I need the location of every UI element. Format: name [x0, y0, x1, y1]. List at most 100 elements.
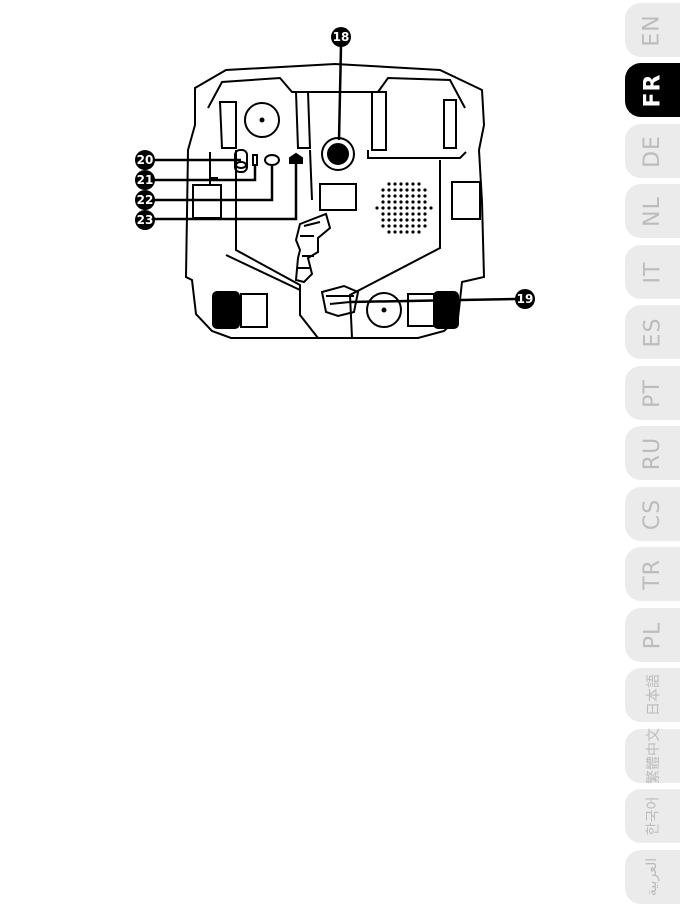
grille-hole — [387, 182, 390, 185]
language-tab-5[interactable]: ES — [625, 305, 680, 359]
grille-hole — [423, 200, 426, 203]
language-tab-label: ES — [640, 317, 665, 347]
svg-text:23: 23 — [137, 213, 154, 227]
language-tab-1[interactable]: FR — [625, 63, 680, 117]
language-tab-6[interactable]: PT — [625, 366, 680, 420]
language-tab-label: العربية — [644, 858, 660, 896]
grille-hole — [411, 224, 414, 227]
grille-hole — [381, 224, 384, 227]
right-rubber-foot — [434, 292, 458, 328]
callout-23: 23 — [135, 210, 155, 230]
language-tab-strip: EN FR DE NL IT ES PT RU CS TR PL 日本語繁體中文 한국어 العربية — [625, 0, 680, 907]
language-tab-label: EN — [640, 14, 665, 46]
leader-line-23 — [154, 164, 296, 219]
grille-hole — [417, 200, 420, 203]
language-tab-label: RU — [640, 436, 665, 469]
language-tab-label: 日本語 — [643, 674, 663, 716]
grille-hole — [417, 206, 420, 209]
grille-hole — [387, 230, 390, 233]
grille-hole — [423, 188, 426, 191]
language-tab-label: TR — [640, 559, 665, 590]
grille-hole — [417, 212, 420, 215]
grille-hole — [411, 206, 414, 209]
grille-hole — [393, 182, 396, 185]
grille-hole — [429, 206, 432, 209]
language-tab-9[interactable]: TR — [625, 547, 680, 601]
grille-hole — [405, 218, 408, 221]
grille-hole — [399, 194, 402, 197]
grille-hole — [417, 224, 420, 227]
grille-hole — [399, 200, 402, 203]
grille-hole — [381, 212, 384, 215]
language-tab-13[interactable]: 한국어 — [625, 789, 680, 843]
grille-hole — [411, 194, 414, 197]
grille-hole — [417, 230, 420, 233]
right-rail-inner — [372, 92, 386, 150]
grille-hole — [393, 218, 396, 221]
language-tab-label: FR — [640, 73, 665, 107]
left-rail-outer — [220, 102, 236, 148]
grille-hole — [381, 194, 384, 197]
left-foot-pad — [241, 294, 267, 327]
grille-hole — [423, 224, 426, 227]
language-tab-label: DE — [640, 135, 665, 168]
language-tab-0[interactable]: EN — [625, 3, 680, 57]
language-tab-label: PL — [640, 621, 665, 649]
grille-hole — [393, 194, 396, 197]
main-port-inner — [328, 144, 348, 164]
grille-hole — [381, 200, 384, 203]
grille-hole — [417, 188, 420, 191]
grille-hole — [375, 206, 378, 209]
svg-text:18: 18 — [333, 30, 350, 44]
grille-hole — [399, 188, 402, 191]
language-tab-11[interactable]: 日本語 — [625, 668, 680, 722]
grille-hole — [387, 188, 390, 191]
grille-hole — [411, 200, 414, 203]
grille-hole — [423, 206, 426, 209]
callout-18: 18 — [331, 27, 351, 47]
right-foot-pad — [408, 294, 434, 326]
grille-hole — [399, 230, 402, 233]
language-tab-4[interactable]: IT — [625, 245, 680, 299]
language-tab-12[interactable]: 繁體中文 — [625, 729, 680, 783]
grille-hole — [399, 224, 402, 227]
callout-21: 21 — [135, 170, 155, 190]
center-block — [320, 184, 356, 210]
language-tab-label: PT — [640, 379, 665, 408]
grille-hole — [417, 194, 420, 197]
language-tab-14[interactable]: العربية — [625, 850, 680, 904]
left-side-block — [193, 185, 221, 218]
grille-hole — [423, 218, 426, 221]
right-side-block — [452, 182, 480, 219]
svg-text:19: 19 — [517, 292, 534, 306]
grille-hole — [381, 218, 384, 221]
grille-hole — [405, 200, 408, 203]
right-rail-outer — [444, 100, 456, 148]
grille-hole — [387, 194, 390, 197]
language-tab-3[interactable]: NL — [625, 184, 680, 238]
grille-hole — [411, 218, 414, 221]
device-bottom-diagram: 18 19 20 21 22 23 — [0, 0, 610, 350]
grille-hole — [405, 212, 408, 215]
language-tab-label: 한국어 — [642, 797, 662, 836]
language-tab-2[interactable]: DE — [625, 124, 680, 178]
callout-19: 19 — [515, 289, 535, 309]
grille-hole — [387, 218, 390, 221]
grille-hole — [405, 188, 408, 191]
grille-hole — [387, 212, 390, 215]
grille-hole — [411, 212, 414, 215]
grille-hole — [387, 206, 390, 209]
grille-hole — [411, 230, 414, 233]
grille-hole — [387, 200, 390, 203]
grille-hole — [405, 182, 408, 185]
language-tab-label: NL — [640, 196, 665, 227]
language-tab-10[interactable]: PL — [625, 608, 680, 662]
speaker-grille — [375, 182, 432, 233]
language-tab-7[interactable]: RU — [625, 426, 680, 480]
grille-hole — [423, 212, 426, 215]
language-tab-label: CS — [640, 498, 665, 529]
grille-hole — [417, 218, 420, 221]
grille-hole — [399, 182, 402, 185]
language-tab-8[interactable]: CS — [625, 487, 680, 541]
left-rubber-foot — [213, 292, 239, 328]
